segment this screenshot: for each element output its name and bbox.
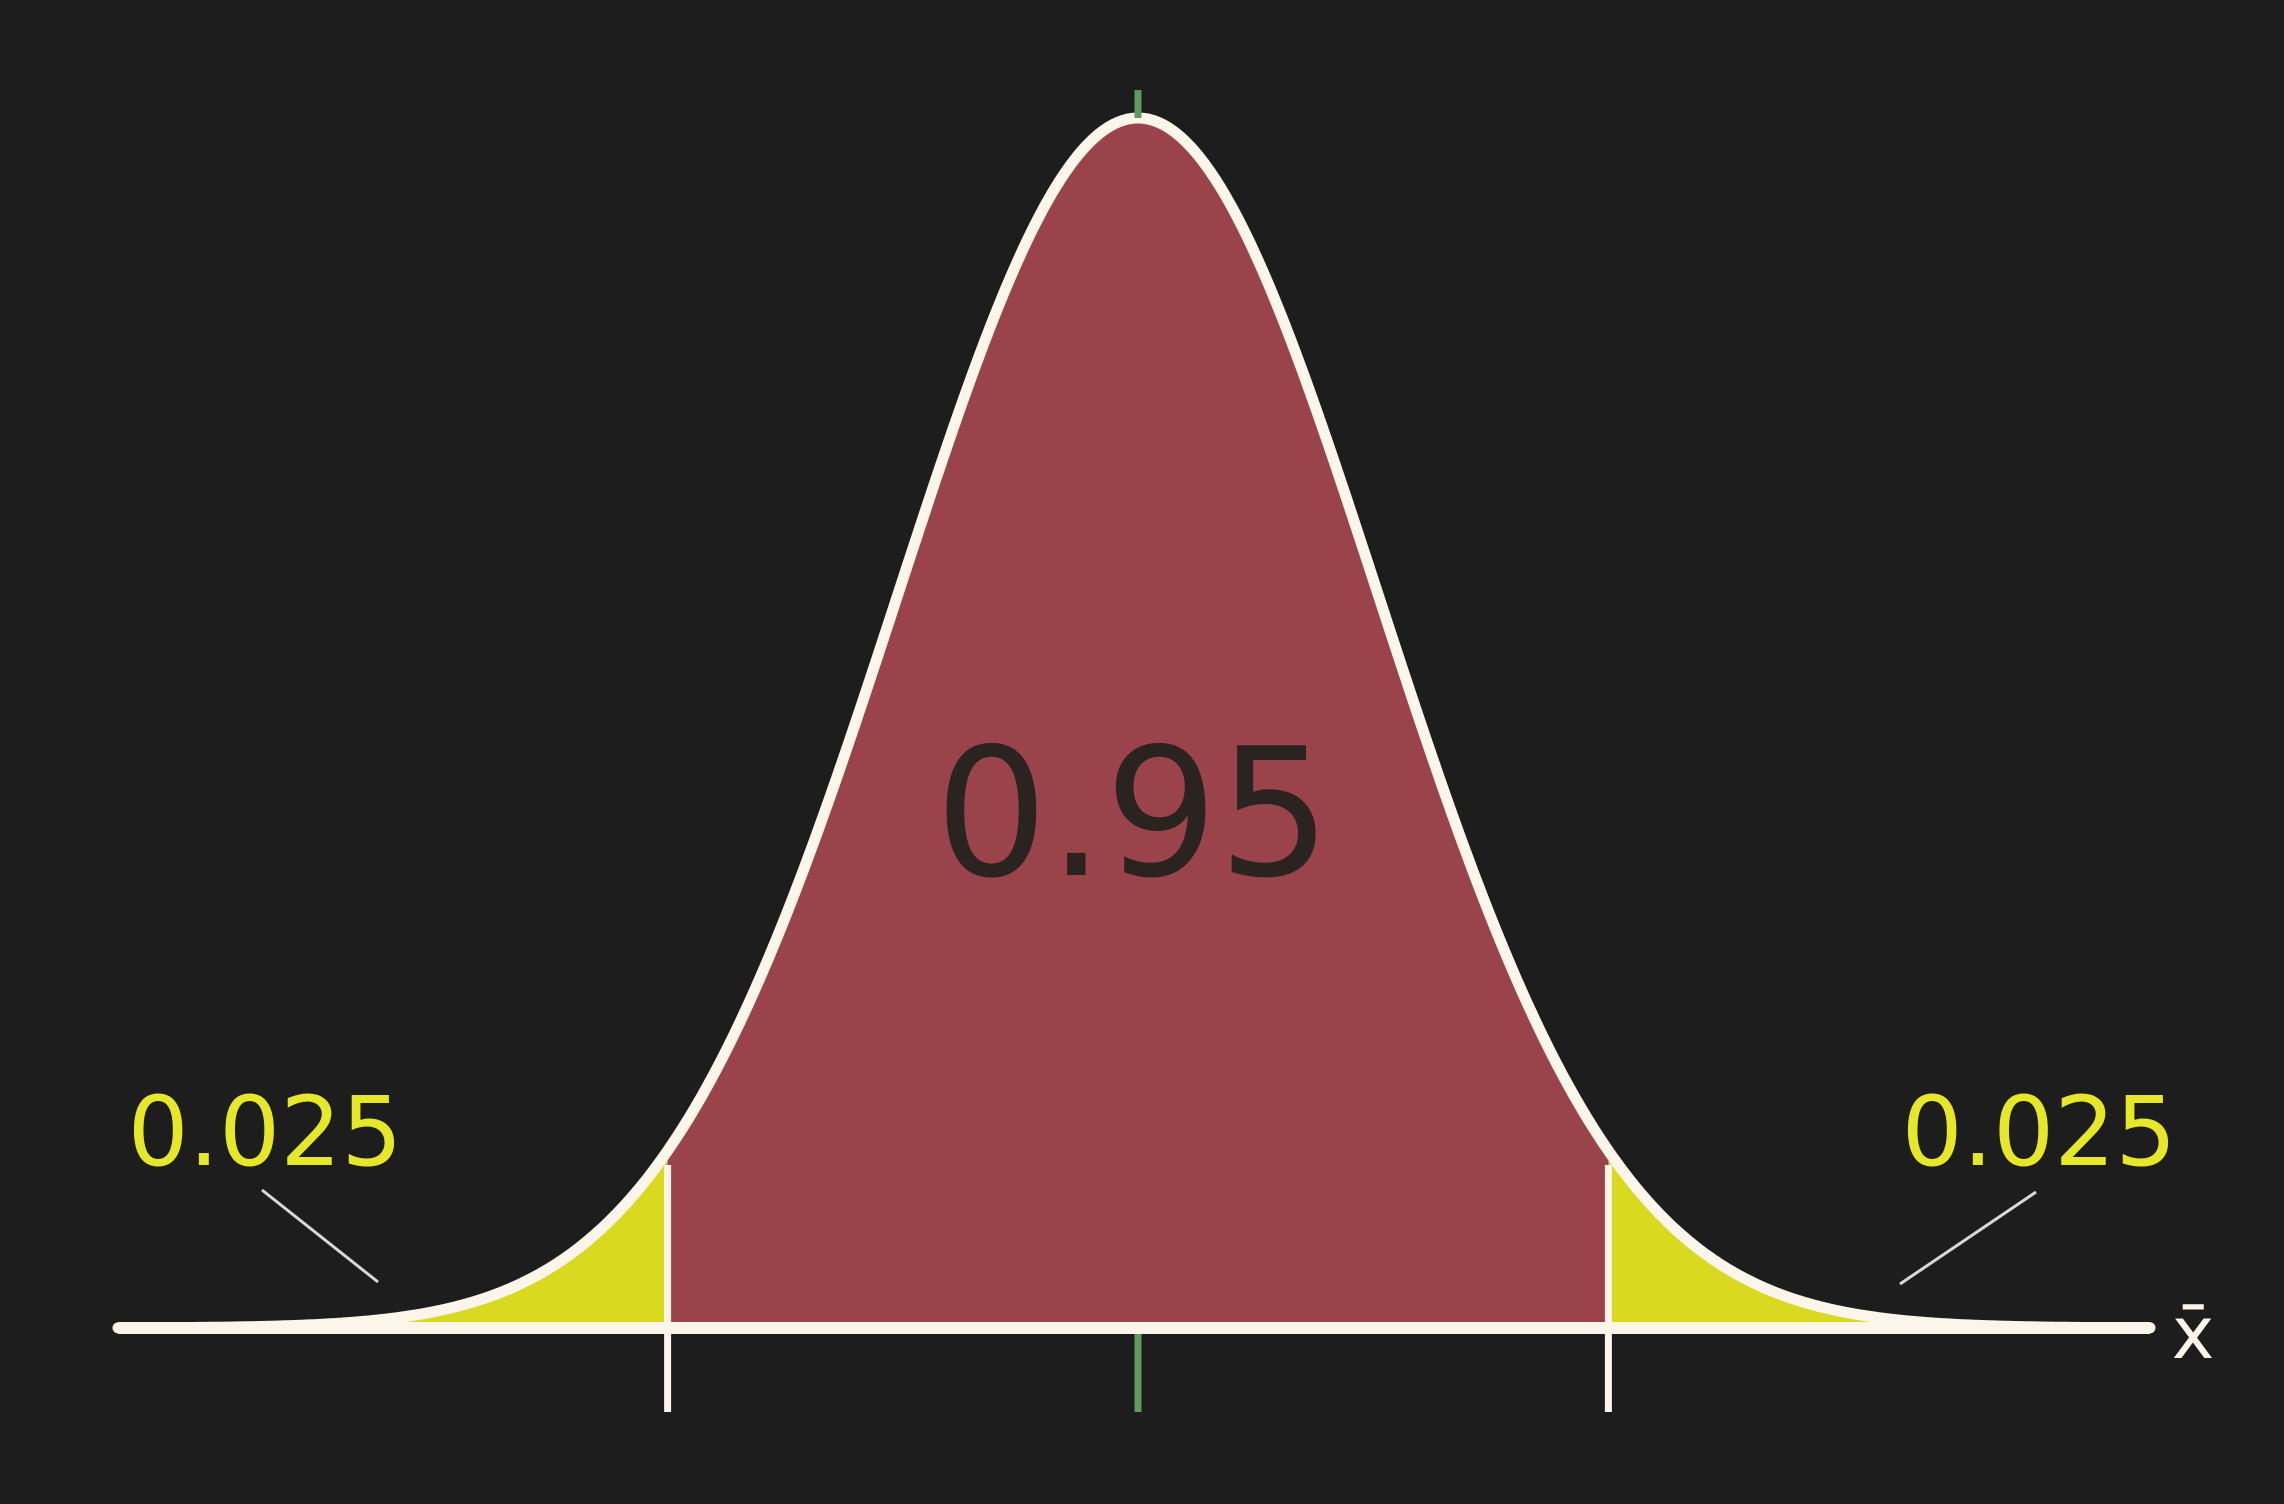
x-axis-label: x̄ — [2172, 1291, 2215, 1375]
left-tail-leader-line — [261, 1188, 379, 1284]
center-region-fill — [667, 118, 1609, 1328]
right-tail-leader-line — [1899, 1190, 2037, 1286]
right-tail-area-label: 0.025 — [1902, 1076, 2177, 1188]
bell-curve — [112, 112, 2156, 1334]
left-tail-area-label: 0.025 — [128, 1076, 403, 1188]
center-area-label: 0.95 — [935, 710, 1331, 917]
